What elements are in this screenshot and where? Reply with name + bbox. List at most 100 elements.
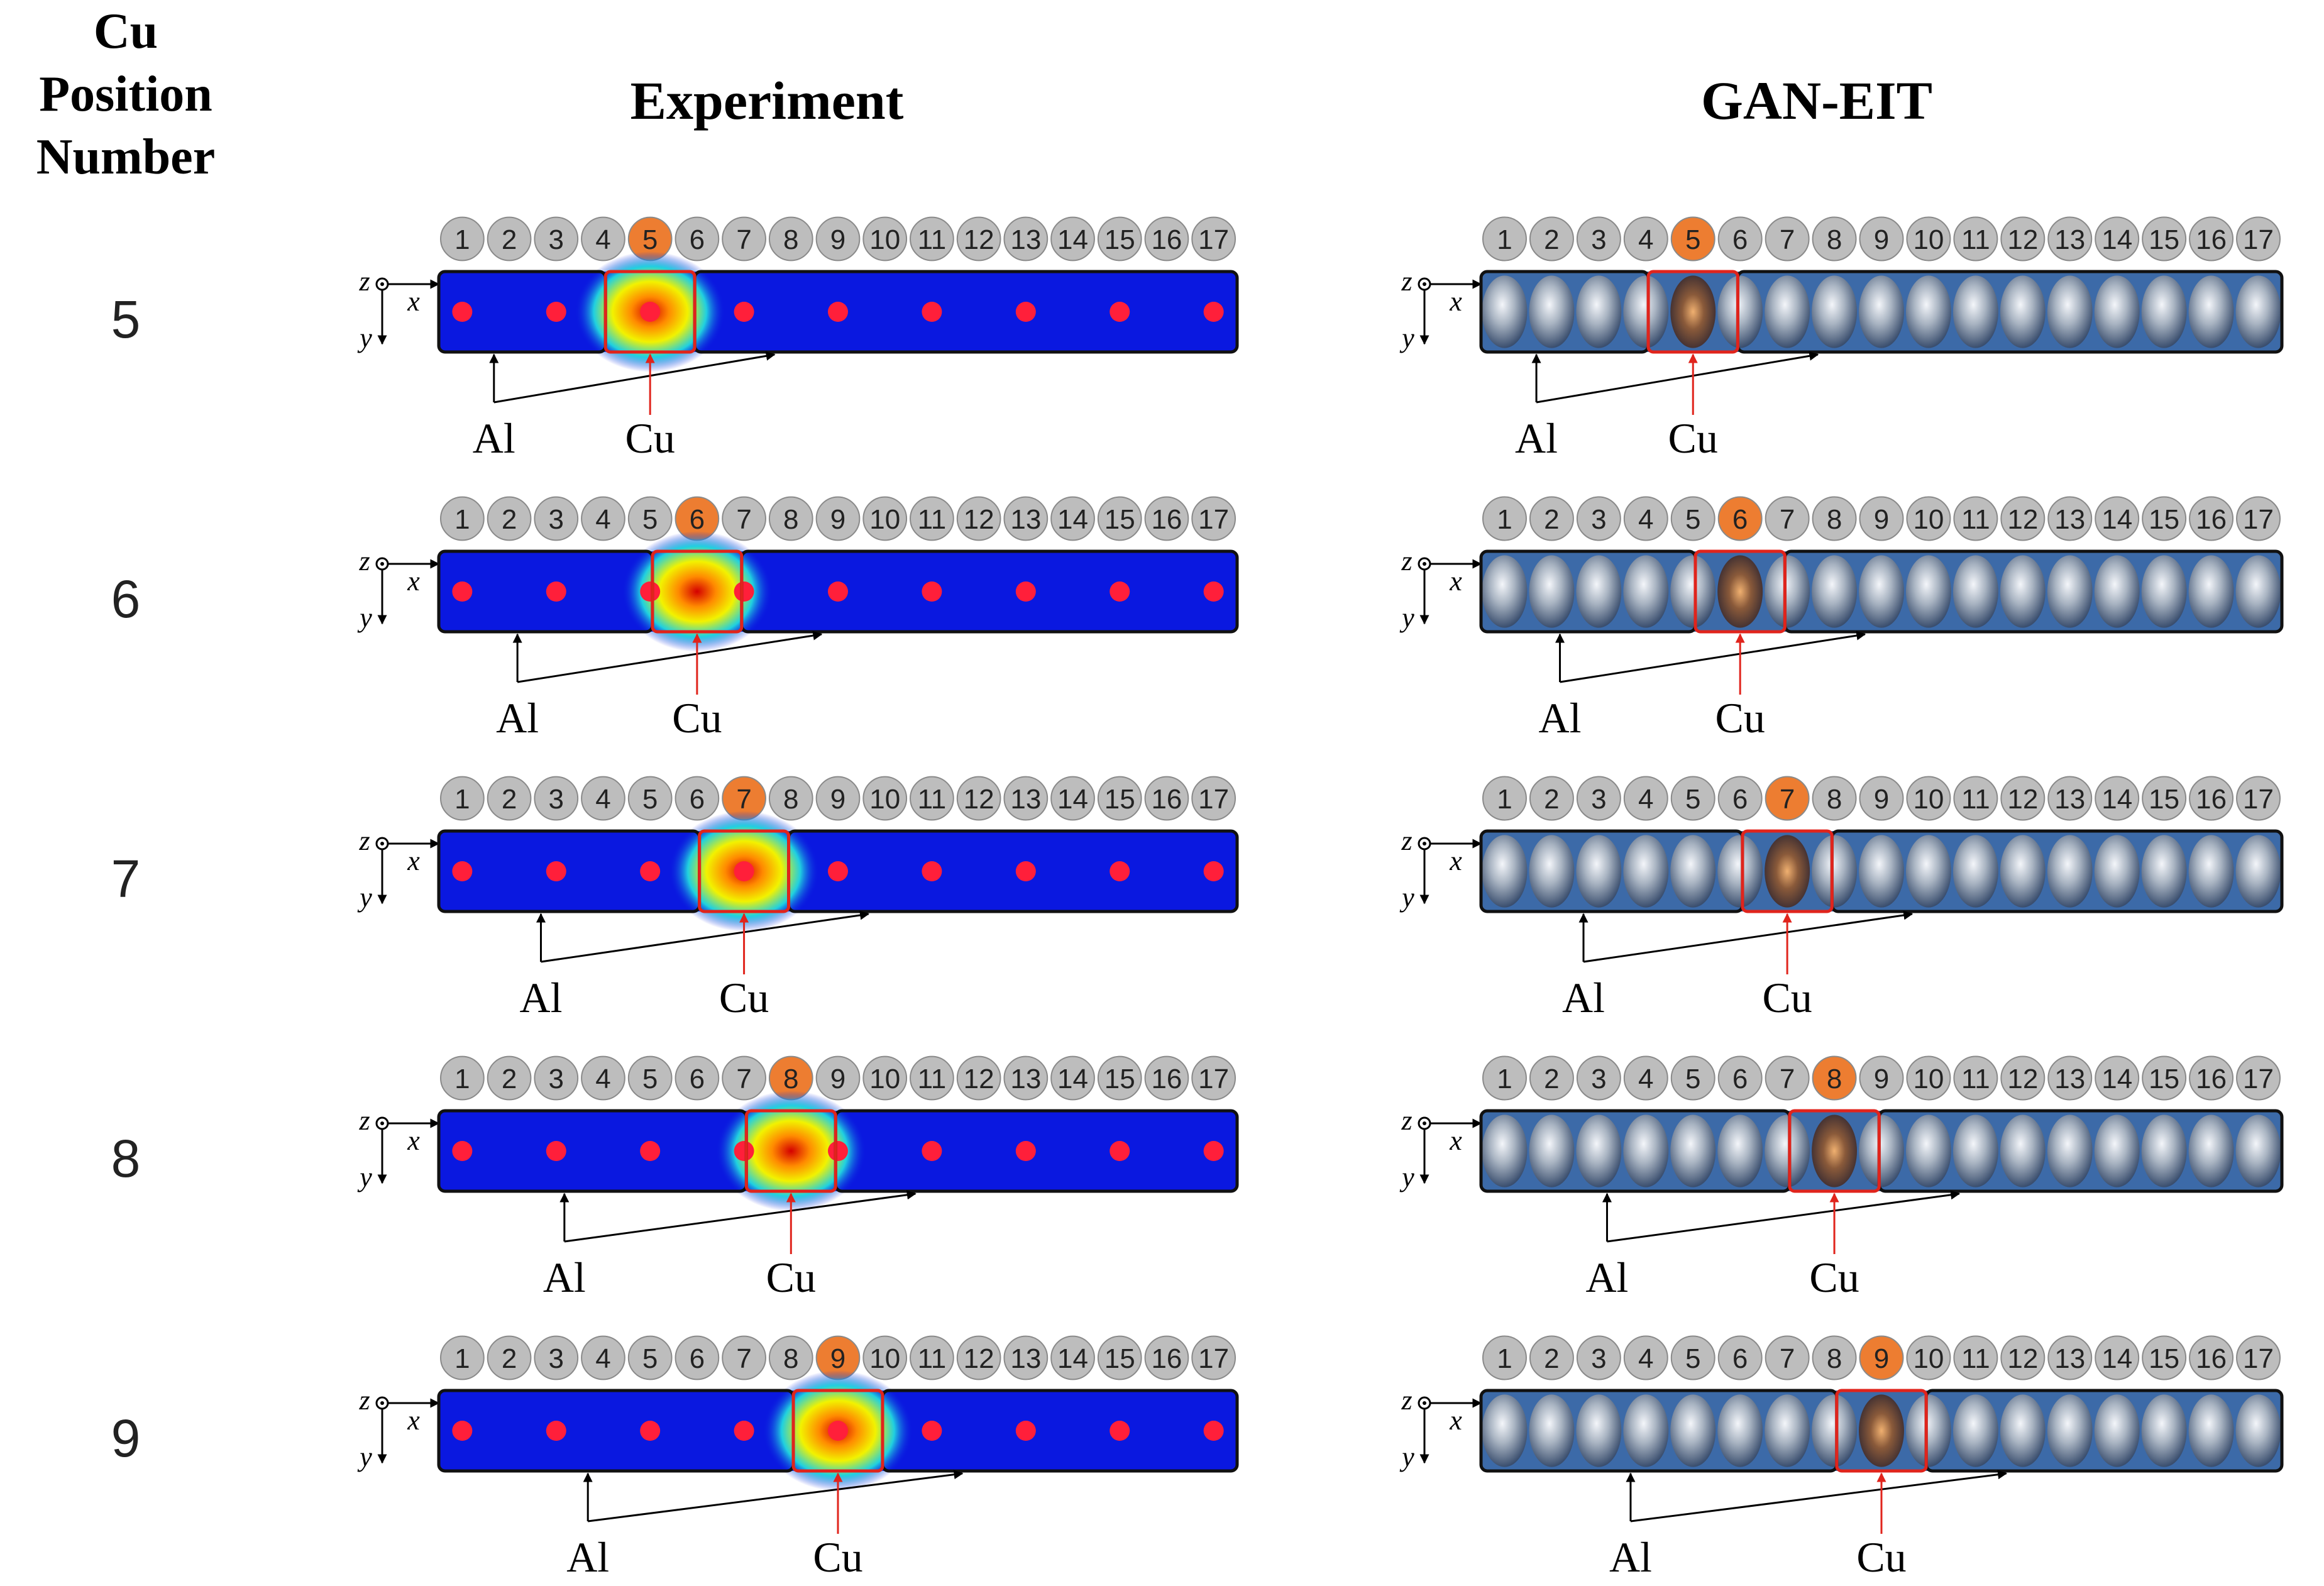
gan-al-particle	[1812, 835, 1858, 908]
electrode-number: 2	[502, 504, 517, 535]
electrode-marker	[1812, 496, 1857, 541]
gan-al-particle	[2188, 835, 2234, 908]
electrode-number: 11	[1961, 504, 1990, 535]
electrode-number: 15	[1104, 784, 1135, 815]
electrode-marker-highlighted	[1765, 776, 1810, 821]
electrode-marker	[862, 1055, 908, 1101]
gan-al-particle	[1859, 555, 1904, 628]
electrode-number: 5	[642, 224, 658, 255]
electrode-marker	[1529, 1055, 1574, 1101]
electrode-marker	[1144, 496, 1189, 541]
electrode-number: 4	[1638, 1343, 1653, 1374]
cu-label: Cu	[1856, 1533, 1906, 1581]
electrode-marker	[2142, 776, 2187, 821]
electrode-number: 7	[1780, 1343, 1795, 1374]
electrode-number: 6	[1732, 1064, 1748, 1094]
y-axis-label: y	[1399, 1441, 1414, 1472]
electrode-number: 1	[454, 224, 470, 255]
electrode-number: 13	[1010, 784, 1041, 815]
electrode-dot	[922, 1141, 942, 1161]
electrode-marker	[581, 776, 625, 821]
electrode-marker	[722, 1055, 766, 1101]
electrode-marker-highlighted	[1812, 1055, 1857, 1101]
electrode-number: 2	[502, 784, 517, 815]
z-axis-dot-icon	[380, 282, 384, 286]
electrode-marker	[1623, 1055, 1668, 1101]
electrode-number: 7	[1780, 1064, 1795, 1094]
electrode-marker	[627, 1055, 673, 1101]
electrode-marker	[1050, 216, 1095, 262]
electrode-number: 2	[502, 224, 517, 255]
gan-al-particle	[2141, 555, 2187, 628]
electrode-dot	[546, 861, 566, 881]
electrode-marker	[2000, 216, 2046, 262]
electrode-dot	[640, 581, 661, 602]
electrode-number: 11	[1961, 1064, 1990, 1094]
gan-al-particle	[1482, 555, 1528, 628]
z-axis-label: z	[1401, 1105, 1412, 1136]
electrode-marker	[1191, 776, 1236, 821]
gan-al-particle	[1952, 1115, 1998, 1187]
electrode-marker	[1670, 496, 1715, 541]
gan-cu-particle	[1859, 1394, 1904, 1467]
y-axis-label: y	[357, 602, 372, 633]
y-axis-label: y	[1399, 602, 1414, 633]
electrode-marker	[1097, 1055, 1142, 1101]
electrode-marker	[2236, 1055, 2281, 1101]
cu-segment-box	[1835, 1389, 1928, 1473]
electrode-number: 11	[1961, 784, 1990, 815]
electrode-marker	[534, 776, 579, 821]
electrode-number: 8	[1827, 1064, 1842, 1094]
z-axis-dot-icon	[1423, 1401, 1426, 1405]
electrode-dot	[546, 1141, 566, 1161]
electrode-marker	[2000, 776, 2046, 821]
experiment-column-title: Experiment	[630, 70, 904, 131]
electrode-marker	[2236, 1335, 2281, 1380]
conductivity-hotspot	[715, 1091, 866, 1211]
electrode-marker	[815, 776, 861, 821]
gan-al-particle	[1576, 835, 1622, 908]
electrode-number: 12	[2007, 1064, 2038, 1094]
electrode-dot	[1015, 302, 1036, 322]
electrode-marker	[581, 1055, 625, 1101]
electrode-number: 11	[1961, 224, 1990, 255]
electrode-number: 5	[1685, 504, 1700, 535]
z-axis-dot-icon	[1423, 1121, 1426, 1125]
gan-al-particle	[2094, 275, 2140, 348]
electrode-marker	[1765, 1335, 1810, 1380]
electrode-number: 17	[2243, 1064, 2274, 1094]
electrode-number: 15	[2149, 1343, 2179, 1374]
electrode-number: 14	[1057, 784, 1088, 815]
gan-eit-column-title: GAN-EIT	[1701, 70, 1932, 131]
electrode-marker	[1097, 496, 1142, 541]
electrode-marker	[534, 1335, 579, 1380]
electrode-marker	[815, 496, 861, 541]
electrode-marker	[1003, 1055, 1049, 1101]
electrode-dot	[546, 1421, 566, 1441]
electrode-marker	[534, 216, 579, 262]
electrode-marker	[439, 1335, 485, 1380]
electrode-marker	[2142, 496, 2187, 541]
electrode-number: 2	[1544, 504, 1559, 535]
electrode-marker	[627, 776, 673, 821]
gan-al-particle	[1765, 275, 1810, 348]
gan-al-particle	[2094, 555, 2140, 628]
electrode-marker	[2236, 776, 2281, 821]
al-arrow-right	[1630, 1470, 2008, 1523]
electrode-dot	[1110, 581, 1130, 602]
electrode-marker	[1482, 776, 1527, 821]
electrode-number: 6	[1732, 1343, 1748, 1374]
electrode-number: 11	[918, 784, 947, 815]
electrode-number: 1	[454, 1064, 470, 1094]
electrode-number: 10	[1913, 504, 1944, 535]
electrode-marker	[1144, 1055, 1189, 1101]
gan-al-particle	[1812, 1394, 1858, 1467]
gan-al-particle	[2235, 555, 2281, 628]
electrode-marker	[1576, 1335, 1621, 1380]
gan-al-particle	[1952, 1394, 1998, 1467]
electrode-marker	[1050, 1055, 1095, 1101]
z-axis-dot-icon	[1423, 282, 1426, 286]
electrode-dot	[1203, 1421, 1224, 1441]
electrode-marker	[439, 776, 485, 821]
